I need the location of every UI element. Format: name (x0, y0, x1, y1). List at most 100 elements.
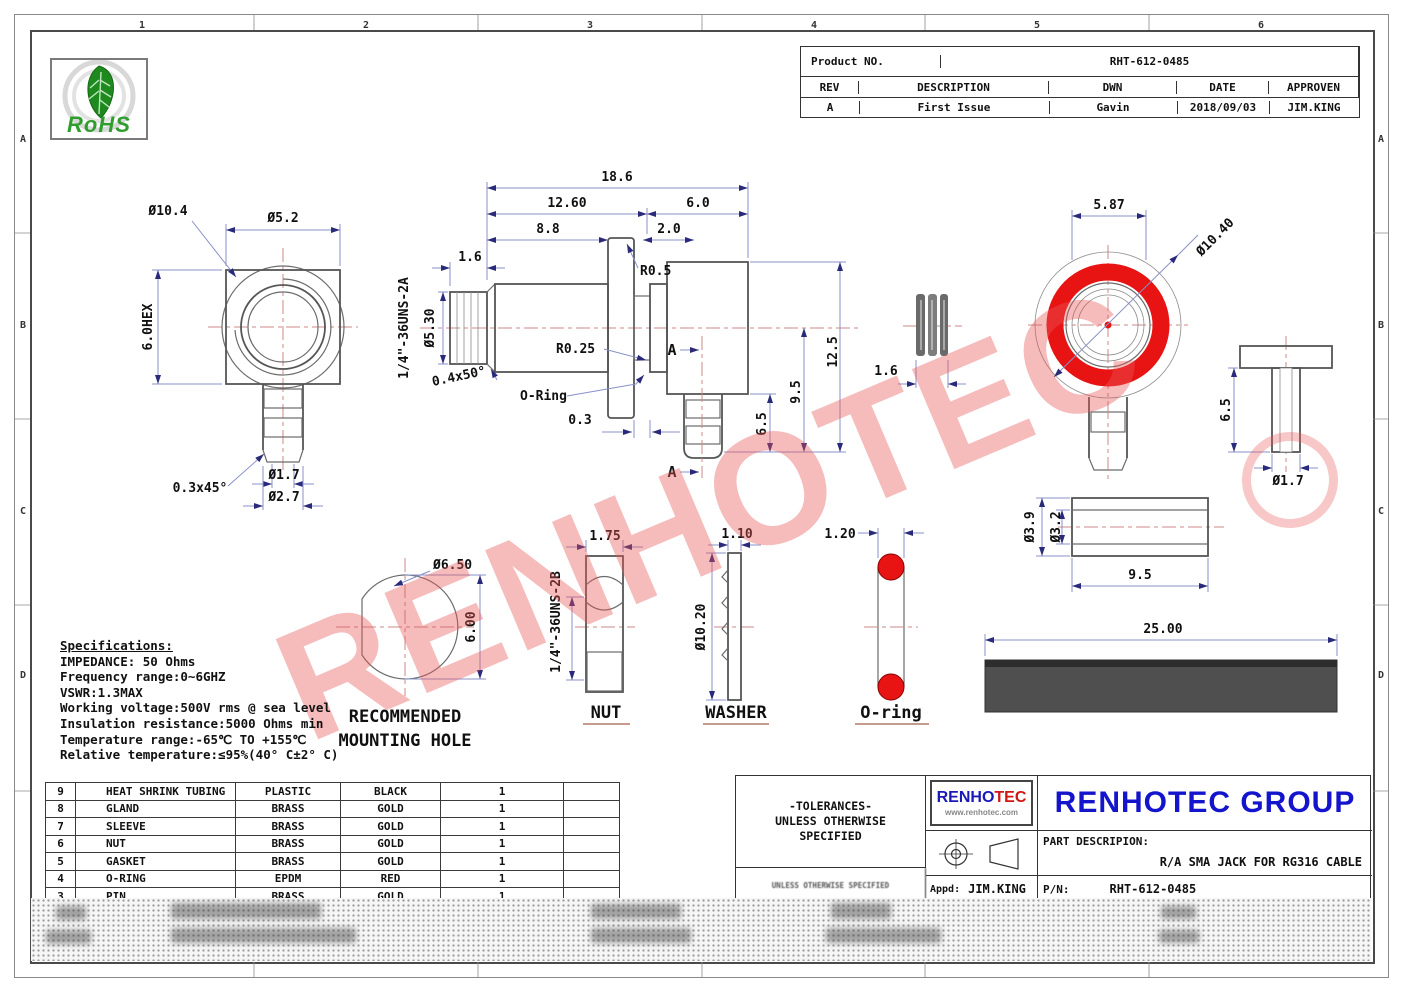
zone-col-label: 1 (138, 20, 146, 31)
description-header: DESCRIPTION (859, 80, 1049, 94)
dim-label: Ø10.20 (694, 603, 709, 651)
mounting-hole-caption: RECOMMENDED (349, 707, 462, 727)
bom-cell-qty: 1 (441, 853, 564, 870)
dim-label: Ø2.7 (267, 490, 299, 505)
bom-cell-empty (564, 871, 617, 888)
bom-cell-name: O-RING (76, 870, 236, 887)
dim-label: 1.6 (458, 250, 482, 265)
dim-label: Ø3.9 (1023, 511, 1038, 543)
spec-line: Working voltage:500V rms @ sea level (60, 700, 331, 716)
zone-row-label: D (19, 670, 27, 681)
dim-label: 0.3 (568, 413, 591, 428)
zone-col-label: 5 (1033, 20, 1041, 31)
dim-label: 6.0HEX (141, 303, 156, 350)
dim-label: 9.5 (789, 380, 804, 403)
spec-line: Relative temperature:≤95%(40° C±2° C) (60, 747, 339, 763)
bom-cell-no: 4 (46, 870, 76, 887)
bom-cell-qty: 1 (441, 783, 564, 800)
approven-header: APPROVEN (1287, 80, 1340, 94)
company-name: RENHOTEC GROUP (1038, 776, 1372, 831)
bom-cell-no: 3 (46, 888, 76, 905)
dim-label: 8.8 (536, 222, 560, 237)
red-front-view: Ø10.40 5.87 (1028, 198, 1238, 480)
dim-label: 6.00 (464, 611, 479, 642)
dim-label: 18.6 (601, 170, 632, 185)
bom-cell-material: BRASS (236, 853, 341, 870)
bom-cell-finish: GOLD (341, 853, 441, 870)
bom-cell-material: BRASS (236, 835, 341, 852)
bom-cell-no: 6 (46, 835, 76, 852)
tolerances-line: UNLESS OTHERWISE (775, 814, 886, 828)
spec-line: VSWR:1.3MAX (60, 684, 143, 700)
tolerances-note: -TOLERANCES- UNLESS OTHERWISE SPECIFIED (736, 776, 926, 868)
rohs-logo: RoHS (50, 58, 148, 140)
part-number-field: P/N: RHT-612-0485 (1038, 876, 1372, 902)
title-block: -TOLERANCES- UNLESS OTHERWISE SPECIFIED … (735, 775, 1372, 902)
rev-header: REV (801, 80, 859, 94)
dim-label: Ø3.2 (1049, 511, 1064, 543)
nut-caption: NUT (591, 703, 622, 723)
bom-cell-empty (564, 783, 617, 800)
dim-label: 1.20 (824, 527, 855, 542)
part-number-value: RHT-612-0485 (1109, 882, 1197, 896)
side-view: A A 18.6 12.60 6.0 8.8 2.0 1.6 R0.5 1/4"… (397, 170, 858, 481)
mounting-hole-caption: MOUNTING HOLE (338, 731, 471, 751)
product-no-value: RHT-612-0485 (1109, 55, 1190, 68)
dim-label: 0.3x45° (173, 481, 228, 496)
spec-line: Temperature range:-65℃ TO +155℃ (60, 731, 307, 747)
dim-label: 25.00 (1143, 622, 1182, 637)
date-value: 2018/09/03 (1178, 101, 1270, 114)
zone-row-label: C (1377, 506, 1385, 517)
dim-label: 12.5 (826, 336, 841, 367)
rev-value: A (802, 101, 860, 114)
bom-cell-no: 8 (46, 800, 76, 817)
dim-label: 1.10 (721, 527, 752, 542)
dim-label: Ø10.4 (147, 204, 187, 219)
bom-cell-finish: RED (341, 870, 441, 887)
dim-label: Ø6.50 (432, 558, 472, 573)
oring-view: 1.20 O-ring (824, 527, 929, 725)
part-description: PART DESCRIPION: R/A SMA JACK FOR RG316 … (1038, 831, 1372, 876)
projection-symbol (926, 831, 1038, 876)
bom-cell-no: 9 (46, 783, 76, 800)
approved-field: Appd: JIM.KING (926, 876, 1038, 902)
oring-caption: O-ring (860, 703, 921, 723)
section-label-a: A (667, 341, 676, 359)
thread-label: 1/4"-36UNS-2B (549, 571, 564, 673)
dim-label: 1.75 (589, 529, 620, 544)
section-label-a: A (667, 463, 676, 481)
spec-line: Insulation resistance:5000 Ohms min (60, 715, 324, 731)
bom-cell-empty (564, 853, 617, 870)
dim-label: 2.0 (657, 222, 681, 237)
bom-cell-material: BRASS (236, 800, 341, 817)
dwn-header: DWN (1049, 80, 1177, 94)
dim-label: Ø10.40 (1193, 215, 1238, 260)
zone-col-label: 2 (362, 20, 370, 31)
logo-text-red: TEC (994, 789, 1027, 806)
bom-cell-no: 7 (46, 818, 76, 835)
logo-url: www.renhotec.com (944, 808, 1019, 817)
dim-label: 0.4x50° (431, 364, 488, 390)
third-angle-projection-icon (939, 838, 1019, 870)
washer-caption: WASHER (705, 703, 767, 723)
bom-cell-finish: GOLD (341, 835, 441, 852)
bom-cell-empty (564, 801, 617, 818)
zone-ticks (14, 14, 1389, 978)
gasket-view: 1.6 (874, 294, 966, 388)
zone-col-label: 4 (810, 20, 818, 31)
bom-cell-name: GLAND (76, 800, 236, 817)
bom-cell-finish: GOLD (341, 818, 441, 835)
dim-label: 6.0 (686, 196, 710, 211)
dim-label: 12.60 (547, 196, 586, 211)
zone-row-label: B (19, 320, 27, 331)
specifications: Specifications: IMPEDANCE: 50 Ohms Frequ… (60, 638, 370, 763)
specs-title: Specifications: (60, 638, 173, 653)
